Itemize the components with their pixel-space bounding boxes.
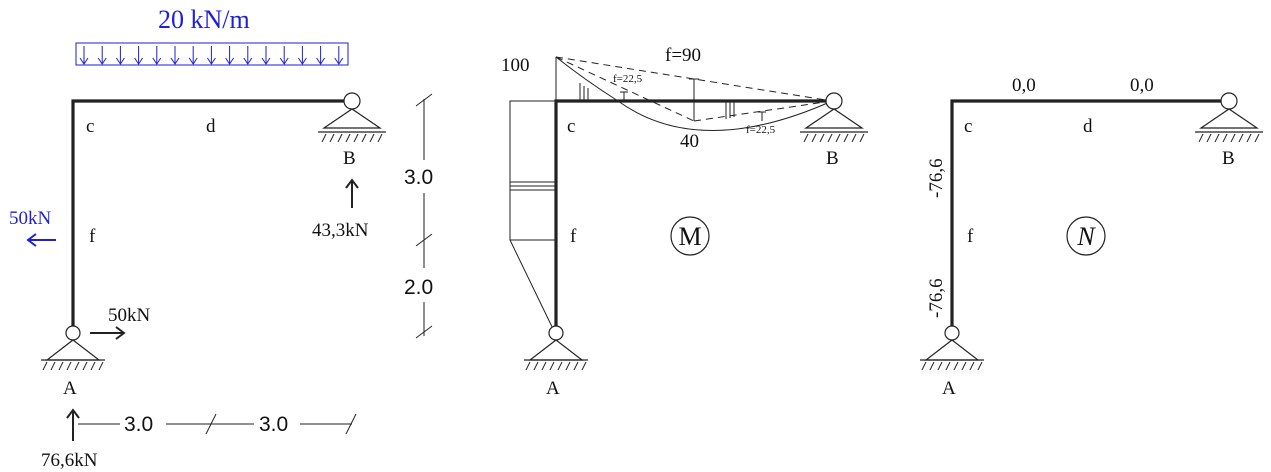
node-c-label: c bbox=[567, 116, 575, 137]
column-moment-diagram bbox=[509, 100, 556, 334]
reaction-a-horizontal-arrow bbox=[90, 326, 126, 340]
distributed-load bbox=[75, 42, 349, 66]
node-d-label: d bbox=[1083, 116, 1093, 137]
node-d-label: d bbox=[206, 116, 216, 137]
node-b-label: B bbox=[343, 148, 356, 169]
normal-symbol-letter: N bbox=[1076, 222, 1096, 251]
dim-v1-label: 3.0 bbox=[404, 166, 433, 189]
node-c-label: c bbox=[86, 116, 94, 137]
horizontal-dimension bbox=[78, 413, 357, 435]
moment-f-right: f=22,5 bbox=[746, 124, 776, 136]
frame-members bbox=[950, 99, 1231, 335]
load-arrow-head bbox=[97, 57, 107, 65]
normal-beam-right: 0,0 bbox=[1130, 75, 1154, 96]
reaction-b-arrow bbox=[345, 178, 359, 208]
node-f-label: f bbox=[89, 226, 96, 247]
moment-value-top: 100 bbox=[501, 55, 530, 76]
load-arrow-head bbox=[261, 57, 271, 65]
node-f-label: f bbox=[967, 226, 974, 247]
load-arrow-head bbox=[297, 57, 307, 65]
reaction-a-vertical-arrow bbox=[66, 408, 80, 441]
load-arrow-head bbox=[225, 57, 235, 65]
moment-f-left: f=22,5 bbox=[613, 73, 643, 85]
node-a-label: A bbox=[546, 378, 560, 399]
node-c-label: c bbox=[964, 116, 972, 137]
load-label: 20 kN/m bbox=[158, 5, 250, 34]
load-arrow-head bbox=[134, 57, 144, 65]
normal-col-bottom: -76,6 bbox=[926, 278, 947, 318]
vertical-dimension bbox=[415, 93, 433, 339]
dim-h2-label: 3.0 bbox=[259, 413, 288, 436]
beam-moment-diagram bbox=[555, 56, 833, 131]
node-b-label: B bbox=[826, 148, 839, 169]
load-arrow-head bbox=[79, 57, 89, 65]
reaction-a-horizontal-label: 50kN bbox=[108, 305, 151, 326]
moment-f-main: f=90 bbox=[665, 45, 701, 66]
support-a bbox=[919, 325, 985, 371]
moment-symbol: M bbox=[670, 216, 710, 256]
load-arrow-head bbox=[115, 57, 125, 65]
normal-col-top: -76,6 bbox=[926, 158, 947, 198]
reaction-a-vertical-label: 76,6kN bbox=[41, 450, 98, 471]
node-a-label: A bbox=[63, 378, 77, 399]
load-arrow-head bbox=[334, 57, 344, 65]
horizontal-load-label: 50kN bbox=[9, 208, 52, 229]
panel-moment: 100 f=90 f=22,5 40 f=22,5 c f B A M bbox=[501, 45, 869, 399]
load-arrow-head bbox=[188, 57, 198, 65]
node-f-label: f bbox=[570, 226, 577, 247]
panel-load: 20 kN/m c d f B A 50kN 50kN bbox=[9, 5, 433, 471]
frame-members bbox=[554, 99, 836, 335]
load-arrow-head bbox=[170, 57, 180, 65]
load-arrow-head bbox=[152, 57, 162, 65]
panel-normal: 0,0 0,0 -76,6 -76,6 c d f B A N bbox=[919, 75, 1264, 399]
load-arrow-head bbox=[279, 57, 289, 65]
normal-beam-left: 0,0 bbox=[1012, 75, 1036, 96]
dim-h1-label: 3.0 bbox=[124, 413, 153, 436]
load-arrow-head bbox=[243, 57, 253, 65]
frame-members bbox=[71, 99, 353, 335]
moment-symbol-letter: M bbox=[678, 222, 701, 251]
dim-v2-label: 2.0 bbox=[404, 276, 433, 299]
node-a-label: A bbox=[942, 378, 956, 399]
support-a bbox=[523, 325, 589, 371]
reaction-b-label: 43,3kN bbox=[312, 220, 369, 241]
moment-value-mid: 40 bbox=[680, 131, 699, 152]
normal-symbol: N bbox=[1066, 216, 1106, 256]
load-arrow-head bbox=[316, 57, 326, 65]
horizontal-load-arrow bbox=[26, 233, 56, 247]
load-arrow-head bbox=[206, 57, 216, 65]
node-b-label: B bbox=[1222, 148, 1235, 169]
